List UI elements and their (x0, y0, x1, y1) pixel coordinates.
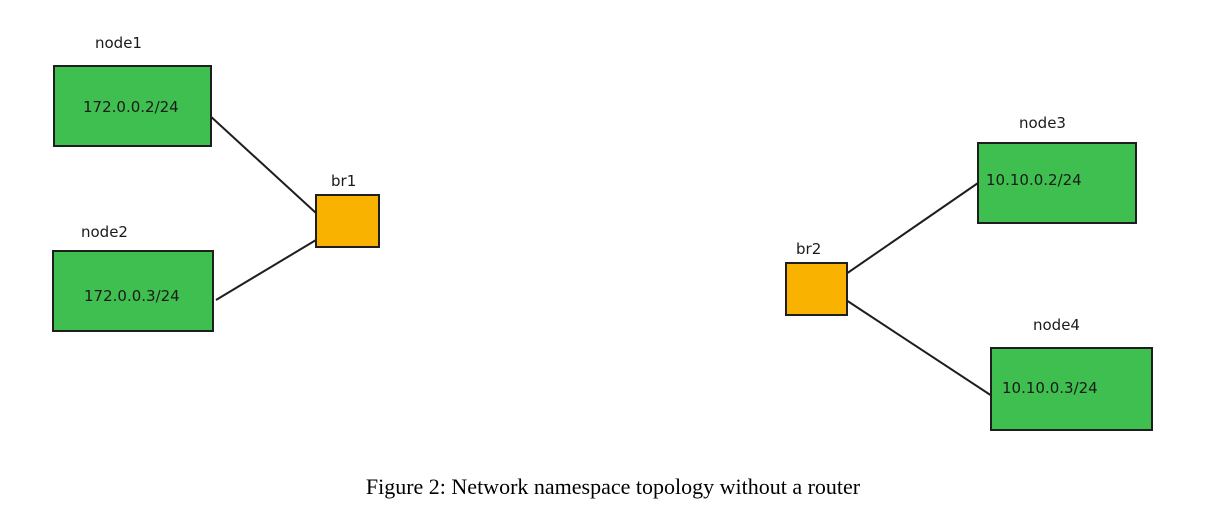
node-box (52, 250, 214, 332)
node-box (977, 142, 1137, 224)
node-label: node3 (1019, 114, 1066, 132)
node-ip: 10.10.0.3/24 (1002, 379, 1098, 397)
node-ip: 172.0.0.3/24 (84, 287, 180, 305)
node-label: node4 (1033, 316, 1080, 334)
bridge-box (315, 194, 380, 248)
node-box (990, 347, 1153, 431)
bridge-br2: br2 (785, 240, 848, 316)
node-ip: 10.10.0.2/24 (986, 171, 1082, 189)
node-node3: node3 10.10.0.2/24 (977, 114, 1137, 224)
link-br2-node3 (845, 182, 979, 275)
node-label: node1 (95, 34, 142, 52)
node-ip: 172.0.0.2/24 (83, 98, 179, 116)
bridge-box (785, 262, 848, 316)
bridge-label: br2 (796, 240, 821, 258)
figure-caption: Figure 2: Network namespace topology wit… (365, 474, 861, 499)
node-box (53, 65, 212, 147)
node-node2: node2 172.0.0.3/24 (52, 223, 214, 332)
bridge-label: br1 (331, 172, 356, 190)
node-node4: node4 10.10.0.3/24 (990, 316, 1153, 431)
node-node1: node1 172.0.0.2/24 (53, 34, 212, 147)
link-node1-br1 (207, 113, 317, 214)
link-br2-node4 (845, 299, 993, 397)
bridge-br1: br1 (315, 172, 380, 248)
link-node2-br1 (215, 239, 317, 301)
node-label: node2 (81, 223, 128, 241)
